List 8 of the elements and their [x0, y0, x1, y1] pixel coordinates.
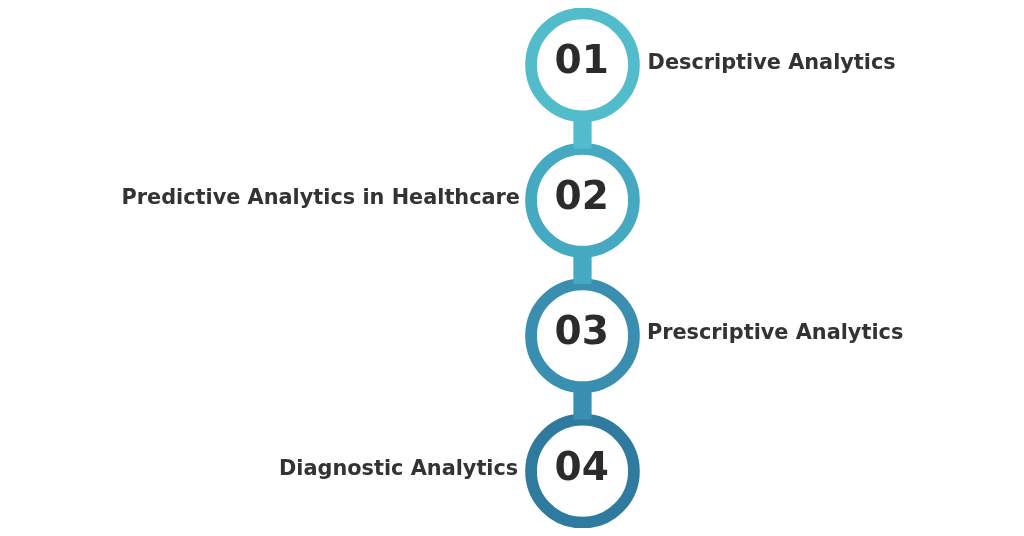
- node-label: Descriptive Analytics: [647, 49, 896, 74]
- node-circle: 04: [524, 413, 640, 528]
- node-circle: 02: [524, 143, 640, 258]
- node-label: Diagnostic Analytics: [278, 455, 518, 480]
- node-circle: 03: [524, 278, 640, 393]
- node-label: Prescriptive Analytics: [646, 320, 903, 345]
- node-label: Predictive Analytics in Healthcare: [121, 184, 520, 209]
- node-circle: 01: [524, 8, 640, 123]
